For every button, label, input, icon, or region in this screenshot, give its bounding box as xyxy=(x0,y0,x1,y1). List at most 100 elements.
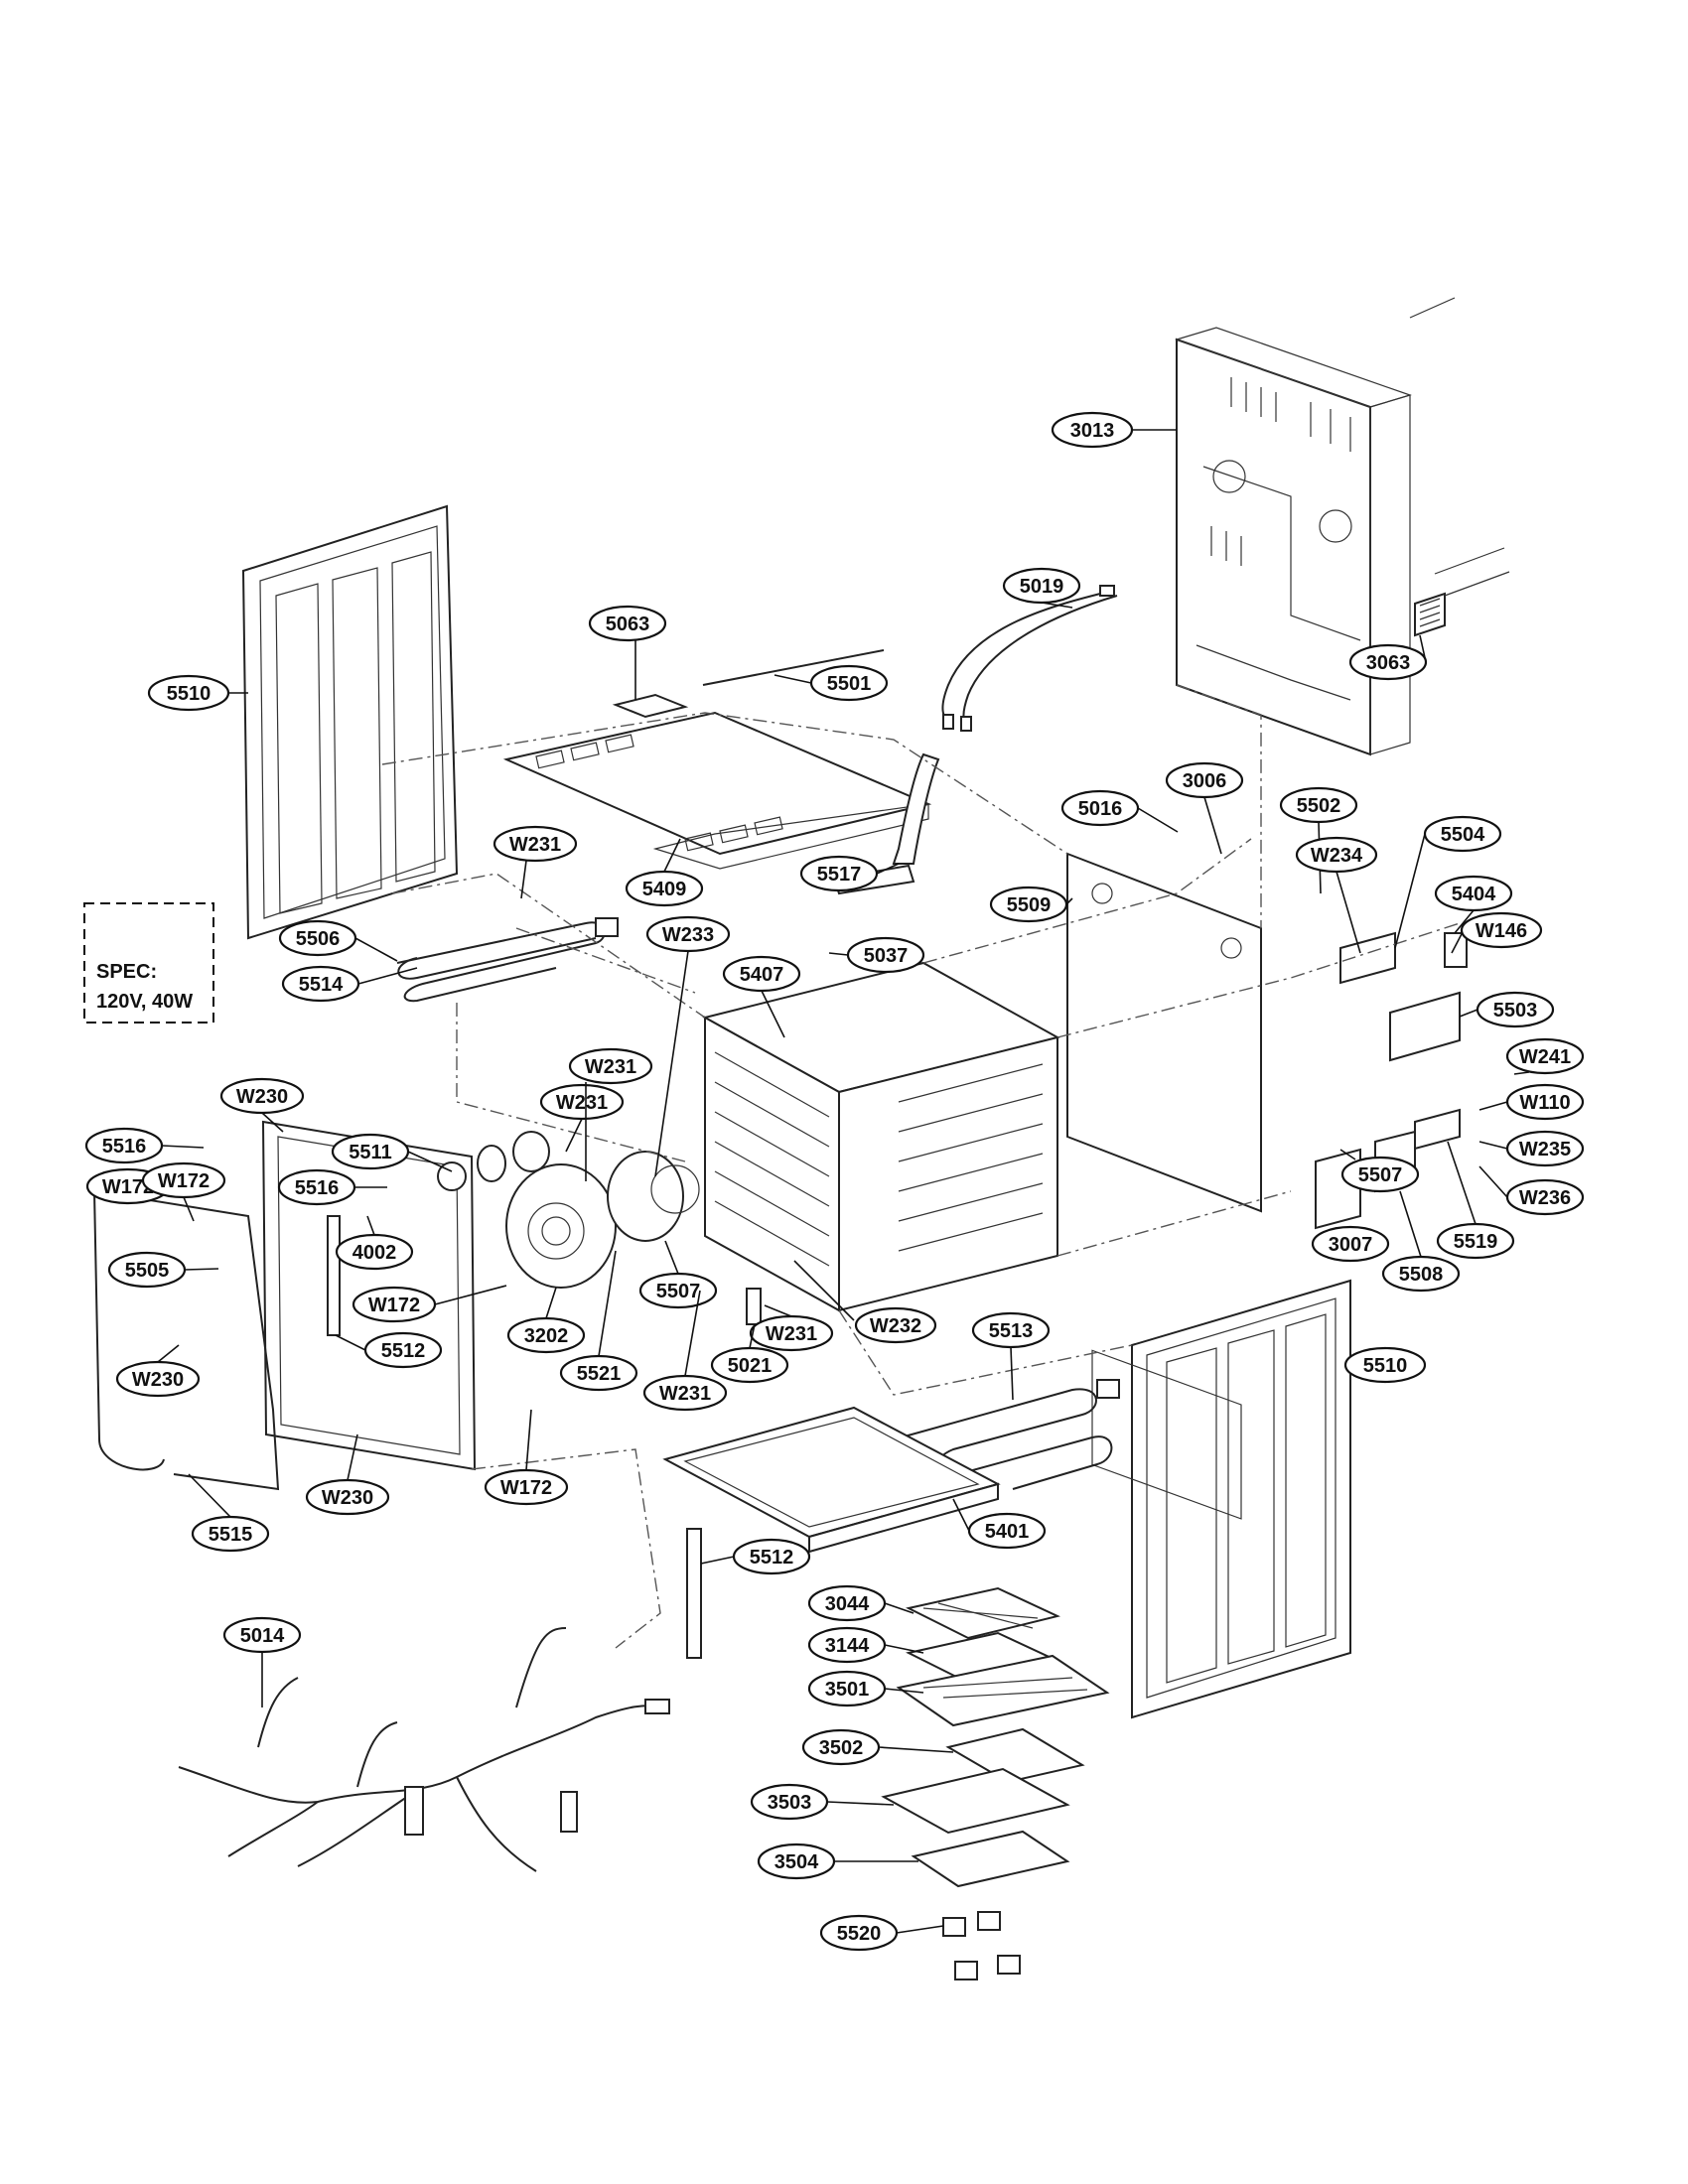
callout-w172b: W172 xyxy=(141,1161,226,1222)
callout-label: W241 xyxy=(1519,1046,1571,1068)
callout-oval xyxy=(1060,789,1140,827)
callout-5514: 5514 xyxy=(281,965,418,1003)
callout-label: 5504 xyxy=(1441,824,1485,846)
leader-line xyxy=(525,1409,532,1471)
leader-line xyxy=(828,952,849,956)
clips-5520 xyxy=(942,1911,1021,1980)
callout-label: 5509 xyxy=(1007,894,1052,916)
callout-label: 3013 xyxy=(1070,420,1115,442)
wire-5019 xyxy=(941,585,1118,732)
callout-oval xyxy=(568,1047,653,1085)
callout-label: 5512 xyxy=(750,1547,794,1569)
callout-oval xyxy=(559,1354,638,1392)
callout-label: 5512 xyxy=(381,1340,426,1362)
callout-5509: 5509 xyxy=(989,886,1073,923)
callout-w230a: W230 xyxy=(219,1077,305,1133)
callout-w234: W234 xyxy=(1295,836,1378,954)
door-gasket-5515 xyxy=(93,1190,280,1491)
leader-line xyxy=(1336,871,1361,954)
callout-label: 5503 xyxy=(1493,1000,1538,1022)
callout-label: 5021 xyxy=(728,1355,773,1377)
leader-line xyxy=(826,1801,895,1806)
assembly-lines xyxy=(381,684,1461,1649)
callout-oval xyxy=(539,1083,625,1121)
callout-label: 5519 xyxy=(1454,1231,1498,1253)
callout-3504: 3504 xyxy=(757,1843,918,1880)
callout-label: W230 xyxy=(322,1487,373,1509)
callout-oval xyxy=(807,1670,887,1707)
callout-5507b: 5507 xyxy=(638,1240,718,1309)
callout-labels: 3013501930635063550155105016300655025504… xyxy=(84,411,1585,1952)
callout-oval xyxy=(854,1306,937,1344)
leader-line xyxy=(157,1344,180,1363)
leader-line xyxy=(663,838,681,873)
callout-5516b: 5516 xyxy=(277,1168,387,1206)
callout-label: 3202 xyxy=(524,1325,569,1347)
callout-5505: 5505 xyxy=(107,1251,219,1289)
callout-oval xyxy=(1381,1255,1461,1293)
callout-label: 5014 xyxy=(240,1625,285,1647)
switch-5404 xyxy=(1444,932,1468,968)
callout-label: 5514 xyxy=(299,974,344,996)
leader-line xyxy=(884,1688,924,1694)
callout-oval xyxy=(722,955,801,993)
callout-oval xyxy=(807,1626,887,1664)
leader-line xyxy=(878,1746,954,1753)
callout-label: W232 xyxy=(870,1315,921,1337)
leader-line xyxy=(1447,1141,1477,1225)
callout-label: 3063 xyxy=(1366,652,1411,674)
callout-label: 5409 xyxy=(642,879,687,900)
callout-w172c: W172 xyxy=(352,1285,507,1323)
callout-oval xyxy=(799,855,879,892)
callout-label: W231 xyxy=(585,1056,636,1078)
leader-line xyxy=(357,967,418,985)
callout-label: W172 xyxy=(102,1176,154,1198)
side-panel-5510-left xyxy=(241,504,459,940)
callout-oval xyxy=(363,1331,443,1369)
callout-oval xyxy=(278,919,357,957)
convection-fan xyxy=(505,1151,700,1289)
callout-label: 5502 xyxy=(1297,795,1341,817)
leader-line xyxy=(1339,1149,1356,1160)
callout-w233: W233 xyxy=(645,915,731,1177)
callout-oval xyxy=(588,605,667,642)
leader-line xyxy=(793,1260,855,1321)
callout-3501: 3501 xyxy=(807,1670,924,1707)
callout-label: 3006 xyxy=(1183,770,1227,792)
callout-oval xyxy=(1423,815,1502,853)
callout-5519: 5519 xyxy=(1436,1141,1515,1260)
leader-line xyxy=(407,1151,453,1172)
callout-5404: 5404 xyxy=(1434,875,1513,934)
oven-cavity xyxy=(702,961,1060,1312)
callout-oval xyxy=(971,1311,1051,1349)
callout-oval xyxy=(645,915,731,953)
callout-w230b: W230 xyxy=(115,1344,201,1398)
callout-oval xyxy=(1505,1037,1585,1075)
callout-oval xyxy=(107,1251,187,1289)
leader-line xyxy=(520,860,527,899)
callout-label: 5520 xyxy=(837,1923,882,1945)
callout-label: W231 xyxy=(766,1323,817,1345)
leader-line xyxy=(354,937,398,962)
callout-label: 5037 xyxy=(864,945,909,967)
callout-oval xyxy=(277,1168,356,1206)
callout-oval xyxy=(331,1133,410,1170)
callout-oval xyxy=(819,1914,899,1952)
drawer-5401 xyxy=(662,1406,1001,1554)
callout-label: 5508 xyxy=(1399,1264,1444,1286)
spec-box: SPEC: 120V, 40W xyxy=(83,902,214,1024)
callout-label: 5019 xyxy=(1020,576,1064,598)
callout-oval xyxy=(352,1286,437,1323)
leader-line xyxy=(1010,1346,1014,1401)
callout-w231b: W231 xyxy=(539,1083,625,1153)
callout-oval xyxy=(506,1316,586,1354)
spec-line-1: SPEC: xyxy=(96,961,157,983)
callout-w231c: W231 xyxy=(568,1047,653,1181)
callout-label: W110 xyxy=(1519,1092,1570,1114)
callout-oval xyxy=(1340,1156,1420,1193)
leader-line xyxy=(761,990,785,1038)
callout-label: W233 xyxy=(662,924,714,946)
callout-oval xyxy=(1002,567,1081,605)
callout-label: 5507 xyxy=(1358,1164,1403,1186)
callout-label: 5510 xyxy=(1363,1355,1408,1377)
